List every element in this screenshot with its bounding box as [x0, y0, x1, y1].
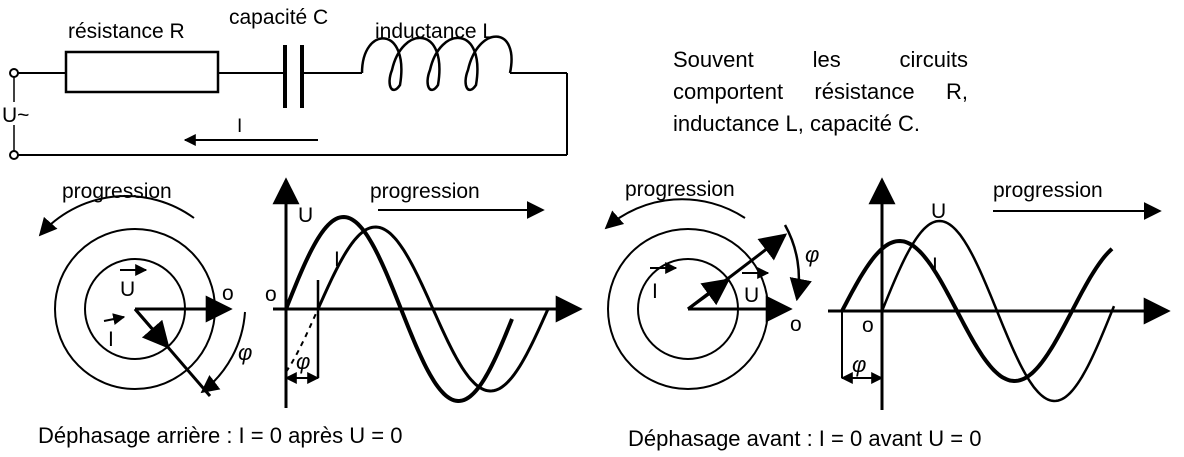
right-plot-phi-label: φ [852, 352, 866, 377]
left-circle-phi-label: φ [238, 340, 252, 365]
left-plot-origin-label: o [265, 283, 277, 306]
resistor-label: résistance R [68, 20, 185, 43]
i-vector-bar [103, 313, 126, 326]
inductor-symbol [360, 35, 513, 92]
right-circle-origin-label: o [790, 313, 802, 336]
description-paragraph: Souvent les circuits comportent résistan… [673, 47, 968, 136]
left-phasor-i-label: I [108, 328, 114, 351]
left-axis-progression-label: progression [370, 180, 480, 203]
left-circle-origin-label: o [222, 282, 234, 305]
rotation-arrow [604, 198, 746, 230]
source-label: U~ [2, 104, 29, 127]
right-caption: Déphasage avant : I = 0 avant U = 0 [628, 426, 981, 451]
phasor-i-arrow [133, 308, 170, 350]
right-circle-phi-label: φ [805, 242, 819, 267]
left-current-dashed-segment [285, 308, 319, 373]
left-phasor-u-label: U [120, 278, 135, 301]
right-axis-progression-label: progression [993, 179, 1103, 202]
left-caption: Déphasage arrière : I = 0 après U = 0 [38, 423, 402, 448]
right-voltage-curve [880, 219, 1116, 403]
capacitor-label: capacité C [229, 6, 328, 29]
left-curve-u-label: U [298, 204, 313, 227]
right-rotation-label: progression [625, 178, 735, 201]
right-curve-u-label: U [931, 200, 946, 223]
terminal-top [9, 68, 19, 78]
terminal-bottom [9, 150, 19, 160]
rlc-circuit [9, 35, 568, 160]
left-phasor-diagram [38, 195, 246, 397]
left-waveform-plot [272, 177, 583, 408]
right-phasor-diagram [604, 198, 812, 390]
left-curve-i-label: I [334, 248, 340, 271]
right-phasor-i-label: I [652, 280, 658, 303]
right-phasor-u-label: U [744, 284, 759, 307]
left-rotation-label: progression [62, 180, 172, 203]
phase-angle-arc [783, 224, 812, 302]
left-plot-phi-label: φ [296, 349, 310, 374]
rotation-arrow [38, 195, 195, 237]
phasor-i-inner-arrow [687, 278, 731, 311]
right-waveform-plot [828, 177, 1171, 410]
right-current-curve [840, 238, 1114, 384]
phase-angle-arc [200, 311, 246, 394]
left-voltage-curve [284, 214, 514, 404]
right-plot-origin-label: o [862, 314, 874, 337]
resistor-symbol [64, 50, 220, 94]
left-current-curve [316, 225, 550, 393]
current-label: I [237, 116, 242, 137]
inductor-label: inductance L [375, 20, 494, 43]
right-curve-i-label: I [932, 254, 938, 277]
